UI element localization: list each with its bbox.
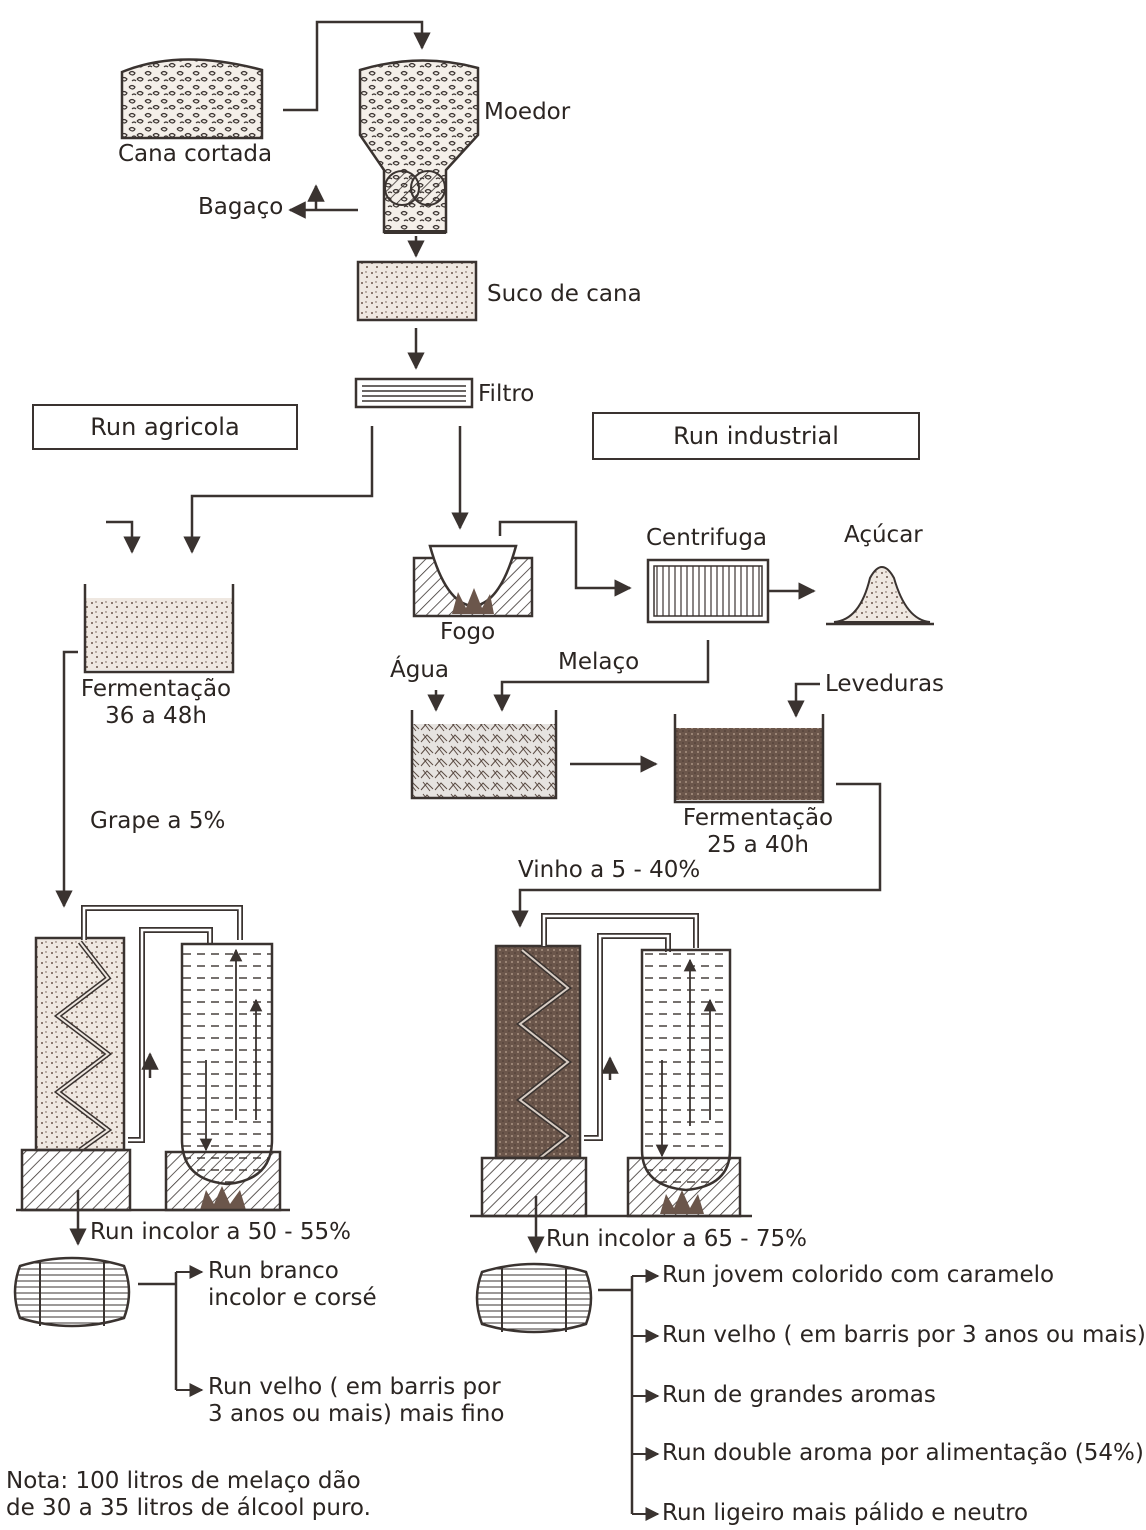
label-industrial-run-incolor: Run incolor a 65 - 75% [546,1226,808,1252]
industrial-output-arrows [598,1269,660,1521]
label-melaco: Melaço [558,649,640,675]
industrial-fermentacao-time: 25 a 40h [707,832,809,859]
arrow-leveduras [787,682,820,718]
fogo-boiler [412,544,534,618]
run-agricola-title-box: Run agricola [32,404,298,450]
industrial-still [470,913,752,1218]
industrial-output-5: Run ligeiro mais pálido e neutro [662,1500,1029,1526]
label-leveduras: Leveduras [825,671,945,697]
industrial-fermentation-tank [673,714,825,804]
industrial-output-4: Run double aroma por alimentação (54%) [662,1440,1144,1466]
label-agua: Água [390,657,450,683]
arrow-filtro-to-agricola [183,426,374,554]
run-industrial-title: Run industrial [673,422,839,450]
arrow-cana-to-moedor [283,20,431,112]
cana-cortada-bin [120,58,264,140]
industrial-barrel [475,1262,593,1334]
agricola-output-arrows [138,1265,204,1397]
label-agricola-run-incolor: Run incolor a 50 - 55% [90,1219,352,1245]
label-agricola-fermentacao: Fermentação 36 a 48h [72,676,240,730]
run-industrial-title-box: Run industrial [592,412,920,460]
filtro [354,377,474,409]
agricola-barrel [13,1256,131,1328]
label-centrifuga: Centrifuga [646,525,768,551]
centrifuga [646,558,770,624]
nota: Nota: 100 litros de melaço dão de 30 a 3… [6,1468,371,1522]
label-fogo: Fogo [440,619,496,645]
arrow-feed-agricola [106,520,141,554]
agricola-still [16,905,290,1212]
label-suco-de-cana: Suco de cana [487,281,642,307]
industrial-output-3: Run de grandes aromas [662,1382,936,1408]
agricola-fermentacao-time: 36 a 48h [105,703,207,730]
agricola-fermentation-tank [83,584,235,674]
industrial-output-2: Run velho ( em barris por 3 anos ou mais… [662,1322,1146,1348]
label-vinho: Vinho a 5 - 40% [518,857,701,883]
moedor-grinder [358,59,480,234]
label-bagaco: Bagaço [198,194,284,220]
melaco-dilution-tank [410,710,558,800]
agricola-fermentacao-text: Fermentação [80,676,232,702]
label-filtro: Filtro [478,381,535,407]
arrow-agricola-fermentation-to-still [55,650,78,908]
run-agricola-title: Run agricola [90,413,240,441]
arrow-melaco-to-tank [493,640,710,712]
label-cana-cortada: Cana cortada [118,141,273,167]
arrow-industrial-fermentation-to-still [511,782,882,928]
arrow-fogo-to-centrifuga [498,520,632,597]
industrial-fermentacao-text: Fermentação [682,805,834,831]
label-acucar: Açúcar [844,522,923,548]
agricola-output-1: Run branco incolor e corsé [208,1258,377,1312]
label-grape: Grape a 5% [90,808,226,834]
industrial-output-1: Run jovem colorido com caramelo [662,1262,1055,1288]
acucar-pile [826,566,934,626]
label-moedor: Moedor [484,99,571,125]
suco-de-cana-tank [356,260,478,322]
agricola-output-2: Run velho ( em barris por 3 anos ou mais… [208,1374,505,1428]
label-industrial-fermentacao: Fermentação 25 a 40h [672,805,844,859]
